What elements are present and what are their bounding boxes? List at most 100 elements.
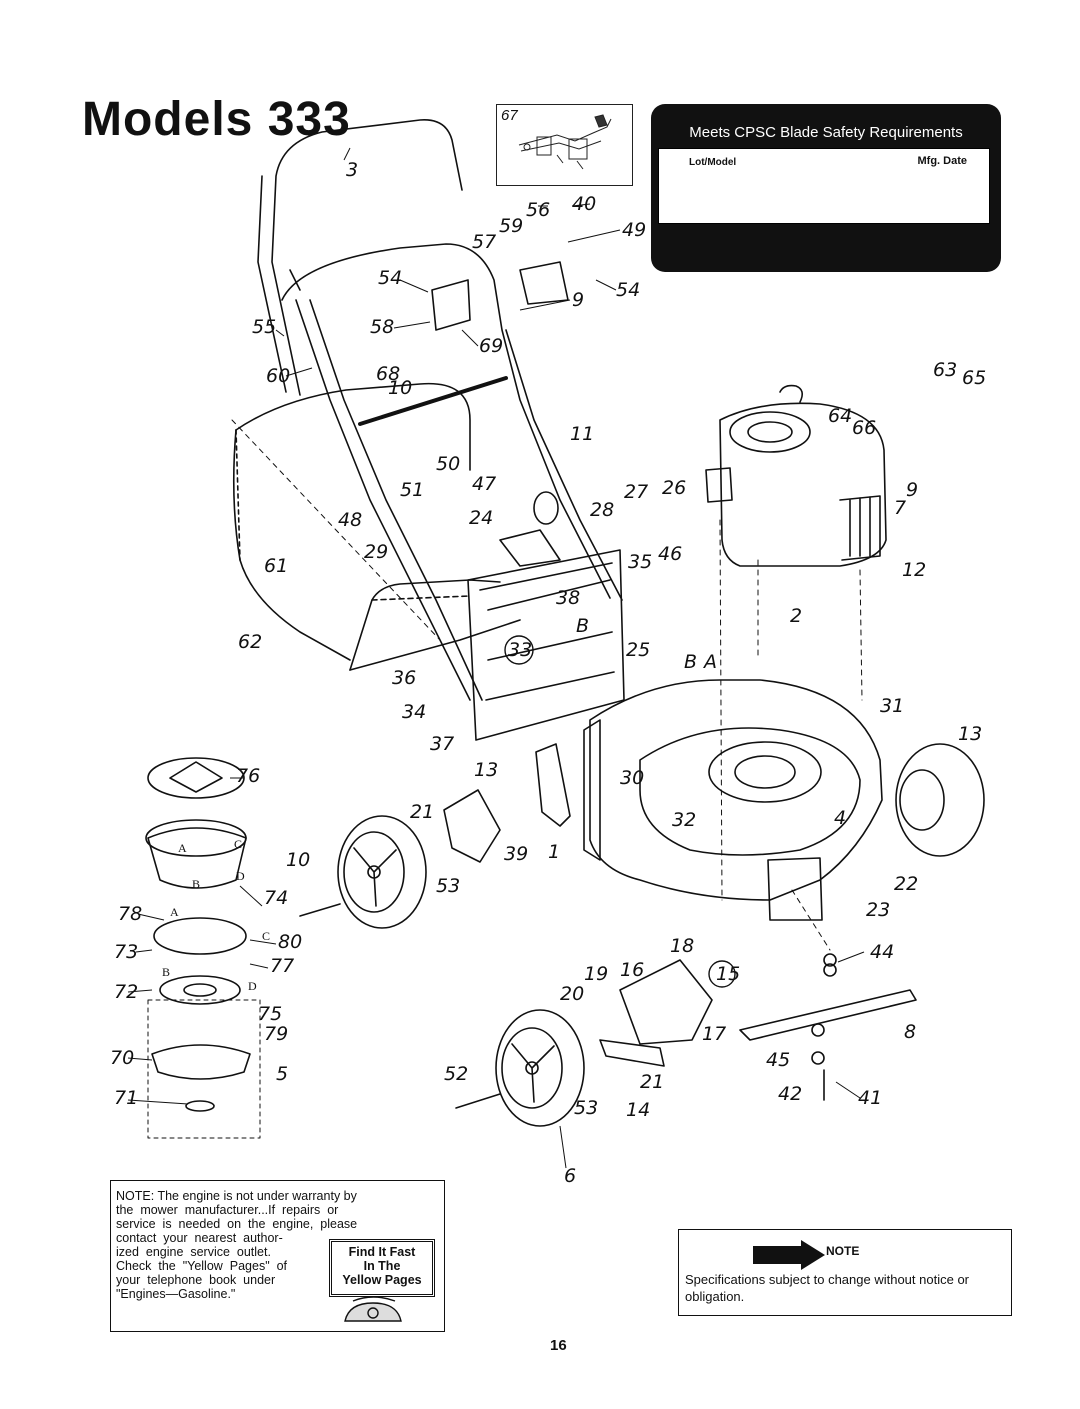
right-rear-wheel: [895, 743, 985, 857]
note-label: NOTE: [826, 1244, 860, 1258]
part-25: 25: [626, 639, 650, 661]
part-54a: 54: [378, 267, 402, 289]
part-19: 19: [584, 963, 608, 985]
page-number: 16: [550, 1337, 567, 1354]
part-18: 18: [670, 935, 694, 957]
front-axle-bracket: [619, 959, 713, 1045]
starter-letter-A2: A: [170, 905, 179, 919]
part-28: 28: [590, 499, 614, 521]
part-27: 27: [624, 481, 648, 503]
part-64: 64: [828, 405, 852, 427]
mower-deck: [589, 679, 883, 901]
mower-blade: [739, 989, 917, 1041]
cpsc-heading: Meets CPSC Blade Safety Requirements: [689, 124, 963, 141]
part-40: 40: [572, 193, 596, 215]
part-4: 4: [834, 807, 846, 829]
part-23: 23: [866, 899, 890, 921]
part-20: 20: [560, 983, 584, 1005]
warranty-note-text: NOTE: The engine is not under warranty b…: [116, 1189, 358, 1301]
part-15-circle: [708, 960, 736, 988]
part-1: 1: [548, 841, 560, 863]
starter-letter-D2: D: [248, 979, 257, 993]
part-78: 78: [118, 903, 142, 925]
part-9b: 9: [906, 479, 918, 501]
grass-catcher-bag: [235, 382, 471, 471]
part-65: 65: [962, 367, 986, 389]
part-33: 33: [508, 639, 532, 661]
lot-model-label: Lot/Model: [689, 157, 737, 168]
part-9a: 9: [572, 289, 584, 311]
rear-door-plate: [467, 549, 625, 741]
part-49: 49: [622, 219, 646, 241]
part-3: 3: [346, 159, 358, 181]
part-10b: 10: [286, 849, 310, 871]
yellow-pages-line-1: Find It Fast: [348, 1245, 416, 1259]
part-7: 7: [894, 497, 906, 519]
specifications-note: NOTE Specifications subject to change wi…: [678, 1229, 1012, 1316]
mfg-date-label: Mfg. Date: [917, 155, 968, 167]
part-46: 46: [658, 543, 682, 565]
part-21a: 21: [410, 801, 434, 823]
part-62: 62: [238, 631, 262, 653]
bag-frame: [349, 579, 501, 671]
part-73: 73: [114, 941, 138, 963]
part-50: 50: [436, 453, 460, 475]
inset-67-detail: 67: [496, 104, 633, 186]
front-wheel: [495, 1009, 585, 1127]
upper-handle: [271, 119, 463, 396]
telephone-icon: [344, 1296, 402, 1322]
part-56: 56: [526, 199, 550, 221]
starter-letter-C2: C: [262, 929, 270, 943]
part-75: 75: [258, 1003, 282, 1025]
part-58: 58: [370, 316, 394, 338]
part-57: 57: [472, 231, 496, 253]
part-32: 32: [672, 809, 696, 831]
part-69: 69: [479, 335, 503, 357]
part-72: 72: [114, 981, 138, 1003]
part-80: 80: [278, 931, 302, 953]
part-24: 24: [469, 507, 493, 529]
part-71: 71: [114, 1087, 138, 1109]
starter-letter-D1: D: [236, 869, 245, 883]
part-16: 16: [620, 959, 644, 981]
part-31: 31: [880, 695, 904, 717]
part-41: 41: [858, 1087, 882, 1109]
part-B-marker-b: B: [684, 651, 697, 673]
part-55: 55: [252, 316, 276, 338]
part-15: 15: [716, 963, 740, 985]
part-13a: 13: [958, 723, 982, 745]
part-10a: 10: [388, 377, 412, 399]
rear-wheel: [337, 815, 427, 929]
starter-letter-C1: C: [234, 837, 242, 851]
part-60: 60: [266, 365, 290, 387]
part-66: 66: [852, 417, 876, 439]
inset-67-label: 67: [501, 107, 518, 124]
part-53b: 53: [574, 1097, 598, 1119]
part-52: 52: [444, 1063, 468, 1085]
cpsc-safety-label: Meets CPSC Blade Safety Requirements Lot…: [651, 104, 1001, 272]
part-37: 37: [430, 733, 454, 755]
arrow-right-icon: [753, 1240, 825, 1270]
part-42: 42: [778, 1083, 802, 1105]
part-45: 45: [766, 1049, 790, 1071]
part-74: 74: [264, 887, 288, 909]
starter-letter-A1: A: [178, 841, 187, 855]
part-22: 22: [894, 873, 918, 895]
part-B-marker-a: B: [576, 615, 589, 637]
part-47: 47: [472, 473, 496, 495]
part-59: 59: [499, 215, 523, 237]
part-35: 35: [628, 551, 652, 573]
part-77: 77: [270, 955, 294, 977]
part-54b: 54: [616, 279, 640, 301]
part-21b: 21: [640, 1071, 664, 1093]
part-39: 39: [504, 843, 528, 865]
part-33-circle: [504, 635, 534, 665]
part-26: 26: [662, 477, 686, 499]
lower-handle: [281, 243, 611, 599]
inset-67-drawing: [518, 114, 612, 170]
part-30: 30: [620, 767, 644, 789]
part-61: 61: [264, 555, 288, 577]
part-13b: 13: [474, 759, 498, 781]
starter-letter-B1: B: [192, 877, 200, 891]
